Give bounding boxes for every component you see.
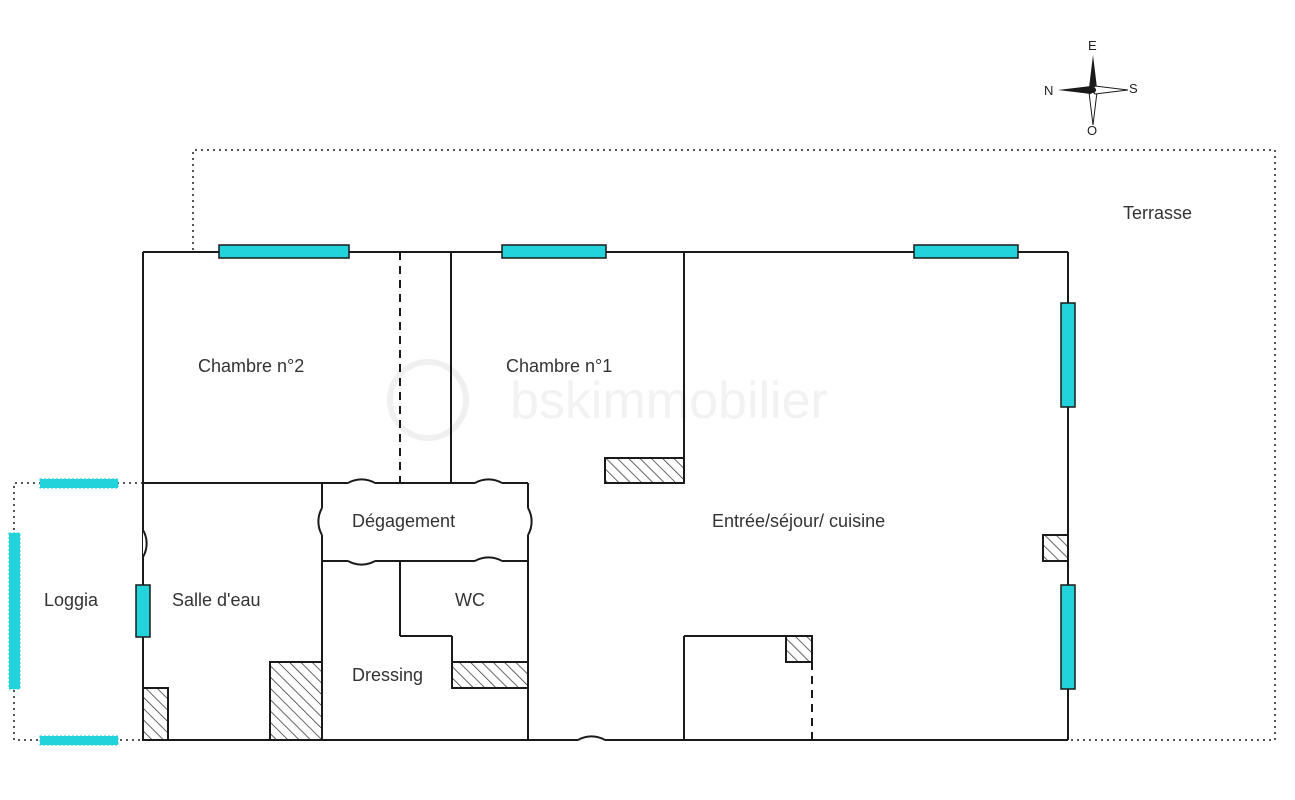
loggia-window-bottom bbox=[39, 735, 119, 746]
hatch-kitchen bbox=[785, 635, 813, 663]
terrace-outline bbox=[192, 149, 1276, 741]
loggia-window-top bbox=[39, 478, 119, 489]
door-chambre1 bbox=[474, 478, 503, 484]
door-chambre2 bbox=[347, 478, 376, 484]
label-chambre1: Chambre n°1 bbox=[506, 356, 612, 376]
label-entree: Entrée/séjour/ cuisine bbox=[712, 511, 885, 531]
hatch-salle-eau-large bbox=[269, 661, 323, 741]
window-sejour-right-bottom bbox=[1060, 584, 1076, 690]
watermark: bskimmobilier bbox=[387, 359, 828, 441]
window-sejour-right-top bbox=[1060, 302, 1076, 408]
hatch-salle-eau-small bbox=[142, 687, 169, 741]
label-salle-eau: Salle d'eau bbox=[172, 590, 261, 610]
loggia-windows bbox=[8, 478, 119, 746]
watermark-text: bskimmobilier bbox=[510, 372, 828, 430]
room-labels: Terrasse Chambre n°2 Chambre n°1 Dégagem… bbox=[44, 203, 1192, 685]
hatch-wc bbox=[451, 661, 529, 689]
hatch-sejour bbox=[1042, 534, 1069, 562]
compass-south: S bbox=[1129, 81, 1138, 96]
door-salle-eau bbox=[142, 529, 148, 558]
compass: E N S O bbox=[1044, 38, 1138, 138]
label-wc: WC bbox=[455, 590, 485, 610]
label-degagement: Dégagement bbox=[352, 511, 455, 531]
window-salle-eau bbox=[135, 584, 151, 638]
compass-north: N bbox=[1044, 83, 1053, 98]
doors bbox=[142, 478, 606, 741]
compass-east: E bbox=[1088, 38, 1097, 53]
label-chambre2: Chambre n°2 bbox=[198, 356, 304, 376]
label-dressing: Dressing bbox=[352, 665, 423, 685]
hatched-blocks bbox=[142, 457, 1069, 741]
windows bbox=[135, 244, 1076, 690]
door-dressing bbox=[347, 560, 376, 566]
loggia-outline bbox=[13, 482, 143, 741]
loggia-window-left bbox=[8, 532, 21, 690]
window-chambre2 bbox=[218, 244, 350, 259]
window-chambre1 bbox=[501, 244, 607, 259]
hatch-chambre1-closet bbox=[604, 457, 685, 484]
door-degagement-left bbox=[317, 507, 323, 536]
compass-west: O bbox=[1087, 123, 1097, 138]
label-loggia: Loggia bbox=[44, 590, 99, 610]
dashed-partitions bbox=[399, 252, 813, 740]
label-terrasse: Terrasse bbox=[1123, 203, 1192, 223]
compass-rose-icon bbox=[1058, 55, 1129, 126]
window-sejour-top bbox=[913, 244, 1019, 259]
door-wc bbox=[474, 556, 503, 562]
door-entree bbox=[577, 735, 606, 741]
door-degagement-right bbox=[527, 507, 533, 536]
